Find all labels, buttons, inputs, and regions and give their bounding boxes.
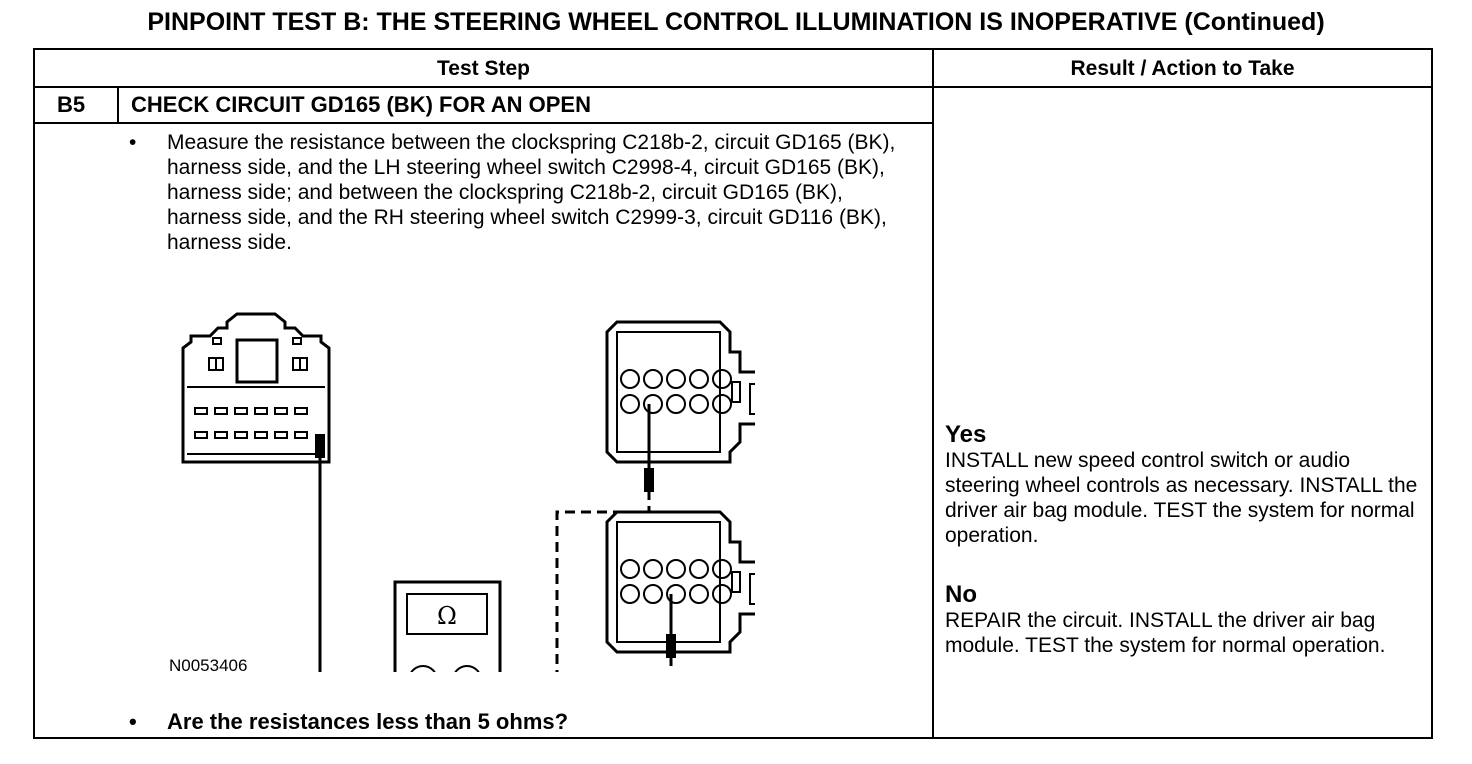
column-divider — [932, 50, 934, 737]
step-id: B5 — [57, 92, 86, 117]
no-text: REPAIR the circuit. INSTALL the driver a… — [945, 609, 1386, 657]
clockspring-connector — [181, 312, 331, 464]
yes-text: INSTALL new speed control switch or audi… — [945, 449, 1418, 547]
result-header: Result / Action to Take — [1070, 57, 1295, 80]
bullet-dot: • — [129, 131, 137, 154]
rh-switch-connector — [605, 510, 755, 654]
minus-terminal-label: − — [461, 671, 473, 672]
instruction-text: Measure the resistance between the clock… — [167, 131, 896, 254]
question-text: Are the resistances less than 5 ohms? — [167, 709, 569, 734]
page-title: PINPOINT TEST B: THE STEERING WHEEL CONT… — [147, 8, 1325, 36]
step-id-divider — [117, 86, 119, 123]
ohm-symbol: Ω — [437, 602, 457, 630]
no-label: No — [945, 581, 977, 608]
yes-label: Yes — [945, 421, 987, 448]
multimeter — [393, 580, 502, 672]
pinpoint-test-table: Test Step Result / Action to Take B5 CHE… — [33, 48, 1433, 739]
header-divider — [35, 86, 1431, 88]
figure-id: N0053406 — [169, 656, 248, 675]
question-bullet: • Are the resistances less than 5 ohms? — [129, 709, 569, 734]
bullet-dot: • — [129, 709, 137, 734]
instruction-bullet: • Measure the resistance between the clo… — [129, 130, 907, 255]
step-title-divider — [35, 122, 932, 124]
connector-diagram: Ω + − — [181, 312, 755, 672]
lead-to-lh-switch — [555, 488, 651, 672]
step-title: CHECK CIRCUIT GD165 (BK) FOR AN OPEN — [131, 92, 591, 117]
result-no: No REPAIR the circuit. INSTALL the drive… — [945, 582, 1429, 658]
positive-lead — [318, 438, 322, 672]
result-yes: Yes INSTALL new speed control switch or … — [945, 422, 1429, 548]
lh-switch-connector — [605, 320, 755, 464]
test-step-header: Test Step — [437, 57, 530, 80]
plus-terminal-label: + — [417, 671, 429, 672]
